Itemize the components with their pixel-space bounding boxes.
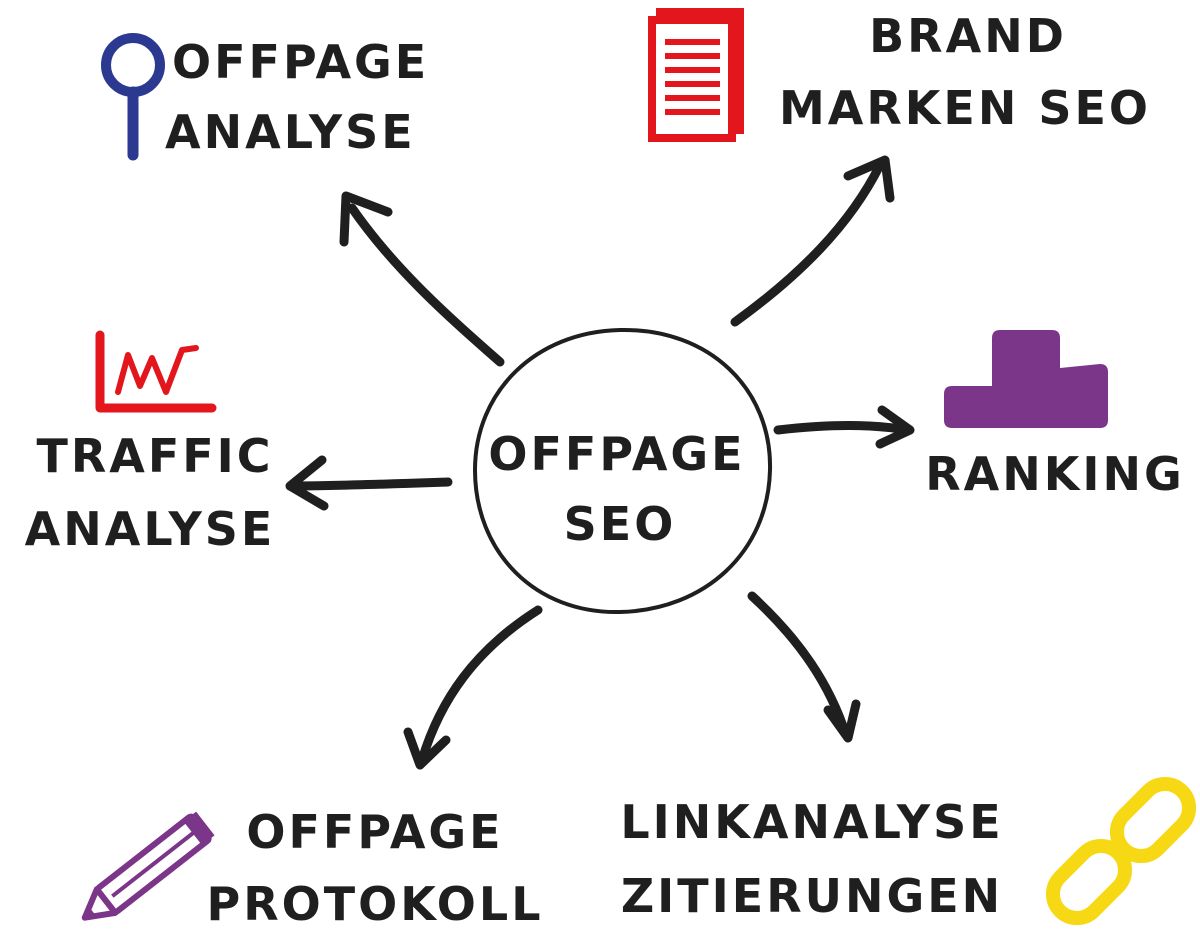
center-title-line1: OFFPAGE: [488, 427, 745, 481]
node-brand-seo-line1: BRAND: [869, 9, 1067, 63]
node-linkanalyse-line2: ZITIERUNGEN: [621, 869, 1003, 923]
notepad-icon: [648, 8, 744, 142]
arrow-to-linkanalyse: [747, 591, 861, 743]
arrow-to-offpage-analyse: [339, 191, 505, 367]
arrow-to-offpage-protokoll: [403, 605, 543, 770]
center-title-line2: SEO: [564, 497, 677, 551]
node-offpage-protokoll-line1: OFFPAGE: [246, 805, 503, 859]
magnifier-icon: [101, 33, 165, 161]
arrow-to-ranking: [773, 405, 915, 449]
node-offpage-protokoll-line2: PROTOKOLL: [206, 877, 543, 931]
podium-icon: [944, 330, 1108, 428]
node-brand-seo-line2: MARKEN SEO: [779, 81, 1151, 135]
node-traffic-analyse-line1: TRAFFIC: [36, 429, 273, 483]
node-linkanalyse-line1: LINKANALYSE: [620, 795, 1003, 849]
arrow-to-brand-seo: [730, 155, 895, 327]
line-chart-icon: [95, 330, 217, 413]
node-offpage-analyse-line2: ANALYSE: [165, 105, 416, 159]
node-offpage-analyse-line1: OFFPAGE: [172, 35, 429, 89]
pencil-icon: [81, 811, 215, 921]
center-circle: [472, 327, 773, 615]
chain-link-icon: [1045, 776, 1197, 926]
node-ranking-label: RANKING: [925, 447, 1185, 501]
node-traffic-analyse-line2: ANALYSE: [25, 502, 276, 556]
arrow-to-traffic-analyse: [285, 455, 453, 511]
